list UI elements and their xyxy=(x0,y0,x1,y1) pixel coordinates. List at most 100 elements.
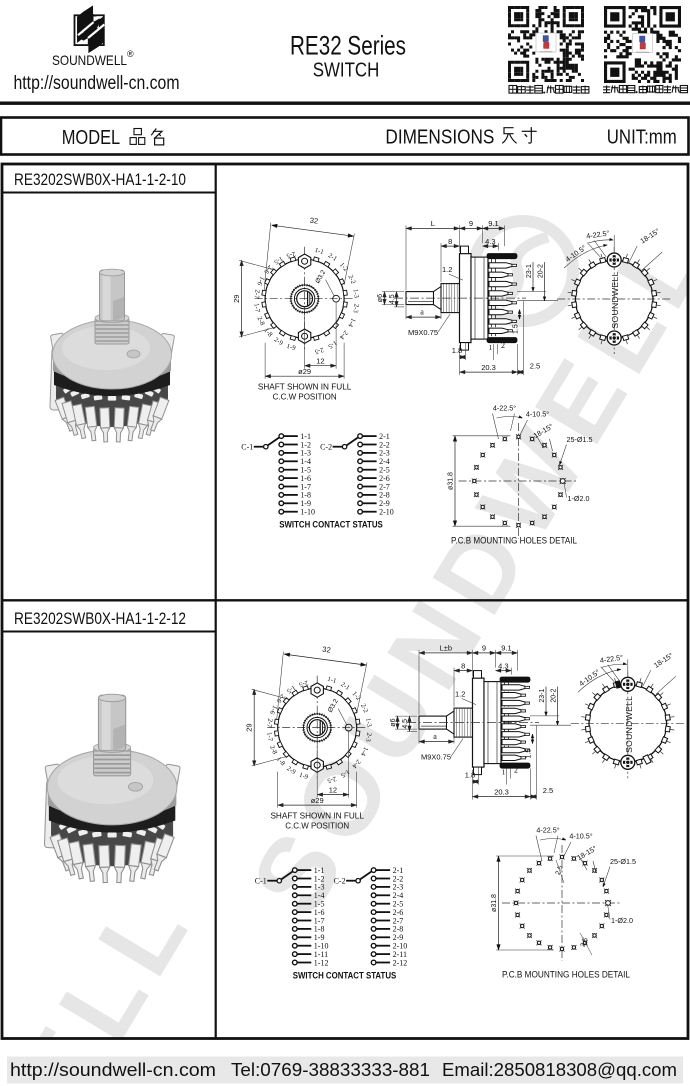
svg-text:2-5: 2-5 xyxy=(326,775,337,784)
svg-text:23-1: 23-1 xyxy=(539,688,546,702)
svg-text:2-8: 2-8 xyxy=(379,491,390,500)
svg-text:1-4: 1-4 xyxy=(346,317,356,329)
svg-text:1-6: 1-6 xyxy=(300,474,311,483)
svg-text:M9X0.75: M9X0.75 xyxy=(408,328,438,337)
svg-text:4.5: 4.5 xyxy=(402,719,409,729)
svg-text:1-6: 1-6 xyxy=(255,275,265,287)
svg-text:SHAFT SHOWN IN FULL: SHAFT SHOWN IN FULL xyxy=(258,382,352,392)
svg-text:1-2: 1-2 xyxy=(314,874,325,883)
svg-text:a: a xyxy=(433,732,437,741)
svg-text:2-7: 2-7 xyxy=(252,289,260,300)
svg-text:2-4: 2-4 xyxy=(379,457,390,466)
svg-text:8: 8 xyxy=(448,237,452,246)
svg-text:ø29: ø29 xyxy=(311,796,324,805)
svg-text:2-8: 2-8 xyxy=(255,316,265,328)
svg-text:2-1: 2-1 xyxy=(327,252,338,263)
svg-text:L±b: L±b xyxy=(440,644,452,653)
svg-text:ø29: ø29 xyxy=(298,367,311,376)
svg-text:4.5: 4.5 xyxy=(389,294,396,304)
svg-text:ø6: ø6 xyxy=(377,294,384,302)
svg-text:2-4: 2-4 xyxy=(338,329,350,341)
svg-text:1-4: 1-4 xyxy=(314,891,325,900)
svg-text:2-6: 2-6 xyxy=(262,263,274,275)
svg-text:®: ® xyxy=(127,49,134,59)
svg-text:ø31.8: ø31.8 xyxy=(491,894,498,912)
svg-text:1-11: 1-11 xyxy=(314,950,328,959)
svg-text:P.C.B MOUNTING HOLES DETAIL: P.C.B MOUNTING HOLES DETAIL xyxy=(451,536,577,546)
svg-text:RE3202SWB0X-HA1-1-2-10: RE3202SWB0X-HA1-1-2-10 xyxy=(14,170,186,189)
svg-text:1-4: 1-4 xyxy=(300,457,311,466)
svg-text:9: 9 xyxy=(482,644,486,653)
svg-text:2-9: 2-9 xyxy=(393,933,404,942)
svg-text:1-9: 1-9 xyxy=(298,772,309,781)
svg-text:1-Ø2.0: 1-Ø2.0 xyxy=(611,916,633,925)
svg-text:1: 1 xyxy=(502,768,506,777)
svg-text:Ø3.2: Ø3.2 xyxy=(314,269,327,285)
svg-text:2: 2 xyxy=(514,766,518,775)
svg-text:1-1: 1-1 xyxy=(314,866,325,875)
svg-text:2-3: 2-3 xyxy=(364,732,372,743)
svg-text:1.5: 1.5 xyxy=(513,324,520,334)
svg-text:2-6: 2-6 xyxy=(275,692,287,704)
svg-text:2: 2 xyxy=(501,341,505,350)
svg-text:1-6: 1-6 xyxy=(268,704,278,716)
svg-text:1-7: 1-7 xyxy=(252,303,260,314)
svg-text:1-7: 1-7 xyxy=(300,482,311,491)
svg-text:2-6: 2-6 xyxy=(393,908,404,917)
svg-text:2-9: 2-9 xyxy=(273,336,285,347)
svg-text:1-5: 1-5 xyxy=(339,768,351,779)
svg-text:4.3: 4.3 xyxy=(485,237,495,246)
svg-text:http://soundwell-cn.com: http://soundwell-cn.com xyxy=(10,1060,216,1080)
svg-text:18-15°: 18-15° xyxy=(652,651,675,670)
svg-text:M9X0.75: M9X0.75 xyxy=(421,753,451,762)
svg-text:2-8: 2-8 xyxy=(268,744,278,756)
svg-text:2.5: 2.5 xyxy=(580,937,590,949)
svg-text:1-7: 1-7 xyxy=(265,732,273,743)
svg-text:32: 32 xyxy=(309,216,318,226)
svg-text:SWITCH: SWITCH xyxy=(313,59,380,81)
svg-text:1-3: 1-3 xyxy=(351,289,359,300)
svg-text:32: 32 xyxy=(322,645,331,655)
svg-text:SOUNDWELL: SOUNDWELL xyxy=(610,271,620,328)
svg-text:2-3: 2-3 xyxy=(351,303,359,314)
svg-text:1.8: 1.8 xyxy=(465,771,475,780)
svg-text:2-1: 2-1 xyxy=(393,866,404,875)
svg-text:C-1: C-1 xyxy=(255,876,267,885)
svg-text:1.2: 1.2 xyxy=(442,265,452,274)
svg-text:C.C.W POSITION: C.C.W POSITION xyxy=(273,392,337,402)
svg-text:1-1: 1-1 xyxy=(326,676,337,685)
svg-text:a: a xyxy=(420,308,424,317)
svg-text:1-8: 1-8 xyxy=(314,925,325,934)
svg-text:2-5: 2-5 xyxy=(379,466,390,475)
svg-text:1-3: 1-3 xyxy=(300,449,311,458)
svg-text:25-Ø1.5: 25-Ø1.5 xyxy=(610,857,636,866)
svg-text:SHAFT SHOWN IN FULL: SHAFT SHOWN IN FULL xyxy=(270,811,364,821)
svg-text:1-2: 1-2 xyxy=(300,440,311,449)
svg-text:UNIT:mm: UNIT:mm xyxy=(607,127,677,149)
svg-text:L: L xyxy=(431,219,435,228)
svg-text:29: 29 xyxy=(232,295,241,303)
svg-text:1.2: 1.2 xyxy=(455,690,465,699)
svg-text:2-4: 2-4 xyxy=(393,891,404,900)
svg-text:1-8: 1-8 xyxy=(275,756,287,768)
svg-text:1-3: 1-3 xyxy=(314,883,325,892)
svg-text:ø6: ø6 xyxy=(390,718,397,726)
svg-text:1-2: 1-2 xyxy=(351,690,363,702)
svg-text:25-Ø1.5: 25-Ø1.5 xyxy=(567,435,593,444)
svg-text:1-9: 1-9 xyxy=(286,343,297,352)
svg-text:1-9: 1-9 xyxy=(314,933,325,942)
svg-text:1.8: 1.8 xyxy=(452,346,462,355)
svg-text:2-5: 2-5 xyxy=(285,250,296,259)
svg-text:2-7: 2-7 xyxy=(379,482,390,491)
svg-text:RE3202SWB0X-HA1-1-2-12: RE3202SWB0X-HA1-1-2-12 xyxy=(14,609,186,628)
svg-text:4-10.5°: 4-10.5° xyxy=(577,667,601,688)
svg-text:SOUNDWELL: SOUNDWELL xyxy=(624,696,634,753)
svg-text:12: 12 xyxy=(316,357,324,366)
svg-text:1-4: 1-4 xyxy=(359,746,369,758)
svg-text:2-7: 2-7 xyxy=(265,718,273,729)
svg-text:4-22.5°: 4-22.5° xyxy=(599,653,623,665)
svg-text:2-2: 2-2 xyxy=(346,274,356,286)
svg-text:4-10.5°: 4-10.5° xyxy=(569,832,592,841)
svg-text:4-22.5°: 4-22.5° xyxy=(586,228,610,240)
svg-text:1-5: 1-5 xyxy=(300,466,311,475)
